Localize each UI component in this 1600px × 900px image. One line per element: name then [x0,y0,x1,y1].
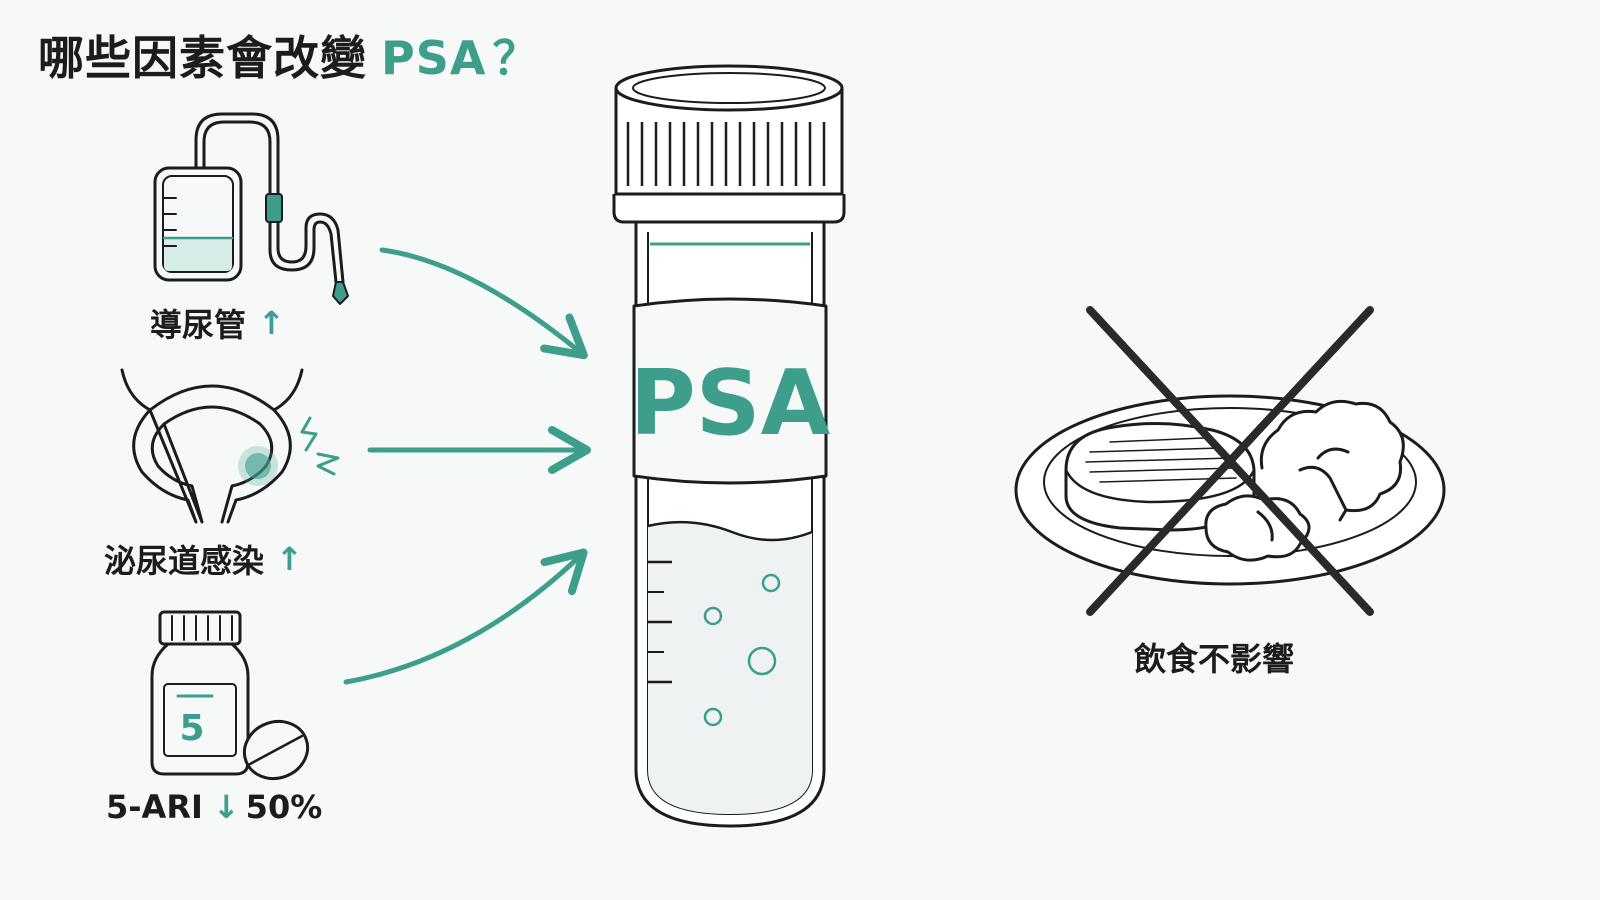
factor-label-catheter: 導尿管 ↑ [150,300,285,346]
arrow-5ari-to-tube [343,548,588,685]
factor-infection-text: 泌尿道感染 [104,542,265,580]
catheter-icon [153,112,349,305]
tube-label: PSA [630,351,831,456]
test-tube-icon [612,64,846,828]
diet-label: 飲食不影響 [1134,634,1294,680]
pill-bottle-number: 5 [179,708,204,749]
food-plate-icon [1014,394,1446,586]
diet-label-text: 飲食不影響 [1134,640,1295,678]
factor-label-infection: 泌尿道感染 ↑ [104,536,303,582]
page-title: 哪些因素會改變 PSA？ [38,22,539,88]
pill-bottle-icon: 5 [150,610,310,780]
title-question-mark: ？ [492,31,540,85]
factor-catheter-text: 導尿管 [150,306,247,344]
up-arrow-icon: ↑ [276,540,303,578]
factor-5ari-text: 5-ARI [106,788,203,826]
arrow-catheter-to-tube [379,247,588,360]
bladder-icon [120,368,340,524]
title-accent: PSA [381,31,487,85]
down-arrow-icon: ↓ [212,788,240,826]
factor-label-5ari: 5-ARI ↓ 50% [106,788,322,826]
tube-cap-ridges [626,122,826,186]
cross-out-icon [1086,306,1374,616]
title-text: 哪些因素會改變 [38,31,367,85]
up-arrow-icon: ↑ [258,304,285,342]
factor-5ari-value: 50% [245,788,323,826]
